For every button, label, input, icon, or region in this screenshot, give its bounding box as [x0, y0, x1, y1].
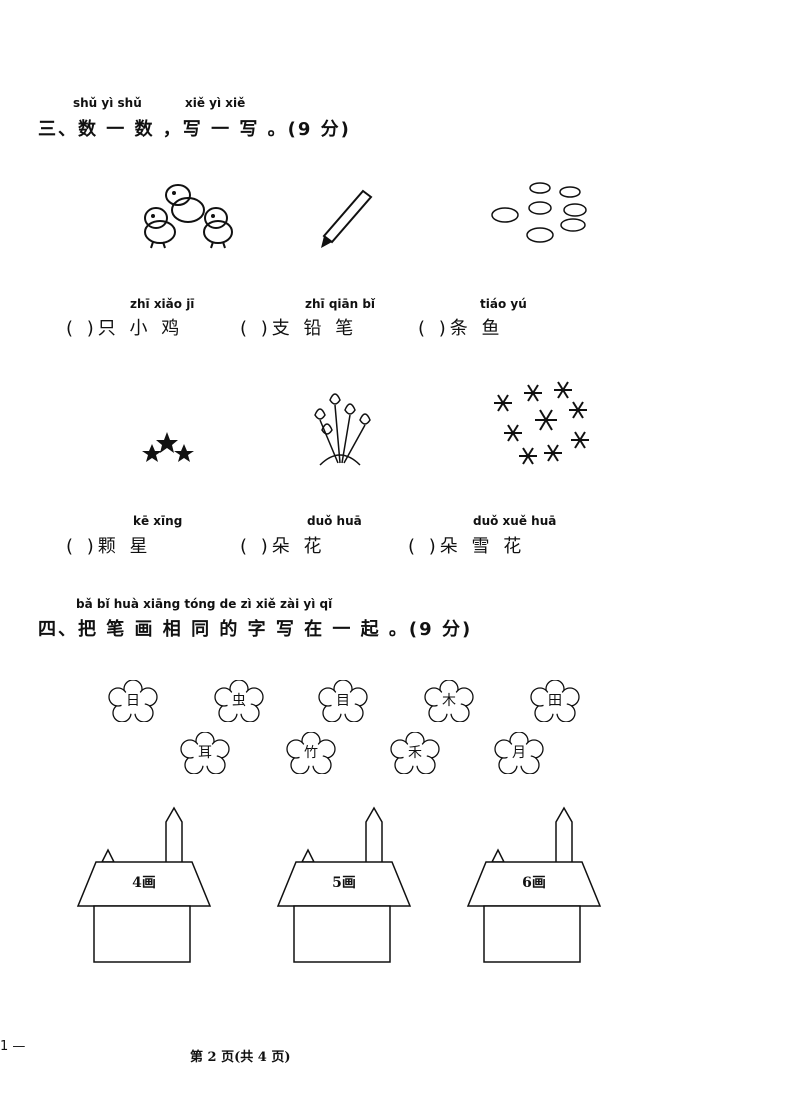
section3-pinyin-a: shǔ yì shǔ: [73, 96, 142, 110]
row1-pinyin-2: zhī qiān bǐ: [305, 297, 376, 311]
flower-character-label: 目: [336, 693, 350, 709]
row2-pinyin-2: duǒ huā: [307, 514, 362, 528]
row1-pinyin-1: zhī xiǎo jī: [130, 297, 195, 311]
row2-pinyin-3: duǒ xuě huā: [473, 514, 557, 528]
flower-character[interactable]: 田: [530, 680, 580, 722]
page-edge-mark: 1 —: [0, 1039, 26, 1054]
flower-character[interactable]: 日: [108, 680, 158, 722]
fish-icon: [491, 182, 587, 243]
chicks-icon: [144, 184, 233, 249]
flower-character-label: 禾: [408, 745, 422, 761]
answer-chicks[interactable]: ( )只 小 鸡: [66, 318, 184, 339]
snowflakes-icon: [494, 381, 589, 465]
flower-character[interactable]: 目: [318, 680, 368, 722]
house-label: 6画: [522, 875, 546, 891]
pencil-icon: [321, 189, 373, 248]
house-5-strokes[interactable]: 5画: [274, 806, 414, 966]
answer-pencil[interactable]: ( )支 铅 笔: [240, 318, 358, 339]
answer-flowers[interactable]: ( )朵 花: [240, 536, 326, 557]
flower-character[interactable]: 虫: [214, 680, 264, 722]
row1-pinyin-3: tiáo yú: [480, 297, 527, 311]
flower-character[interactable]: 竹: [286, 732, 336, 774]
flower-character[interactable]: 禾: [390, 732, 440, 774]
stars-icon: [142, 432, 194, 462]
flower-character-label: 木: [442, 693, 456, 709]
answer-stars[interactable]: ( )颗 星: [66, 536, 152, 557]
flower-character-label: 竹: [304, 745, 318, 761]
answer-fish[interactable]: ( )条 鱼: [418, 318, 504, 339]
house-4-strokes[interactable]: 4画: [74, 806, 214, 966]
flowers-icon: [314, 393, 371, 466]
section3-pinyin-b: xiě yì xiě: [185, 96, 246, 110]
flower-character[interactable]: 耳: [180, 732, 230, 774]
house-label: 5画: [332, 875, 356, 891]
page-number: 第 2 页(共 4 页): [190, 1050, 291, 1065]
section3-title: 三、数 一 数 ，写 一 写 。(9 分): [38, 119, 351, 140]
flower-character-label: 月: [512, 745, 526, 761]
section4-title: 四、把 笔 画 相 同 的 字 写 在 一 起 。(9 分): [38, 619, 473, 640]
flower-character-label: 田: [548, 693, 562, 709]
house-label: 4画: [132, 875, 156, 891]
flower-character[interactable]: 月: [494, 732, 544, 774]
row2-pinyin-1: kē xīng: [133, 514, 183, 528]
answer-snowflakes[interactable]: ( )朵 雪 花: [408, 536, 526, 557]
house-6-strokes[interactable]: 6画: [464, 806, 604, 966]
section4-pinyin: bǎ bǐ huà xiāng tóng de zì xiě zài yì qǐ: [76, 597, 333, 611]
flower-character[interactable]: 木: [424, 680, 474, 722]
flower-character-label: 耳: [198, 745, 212, 761]
flower-character-label: 虫: [232, 693, 246, 709]
flower-character-label: 日: [126, 693, 140, 709]
